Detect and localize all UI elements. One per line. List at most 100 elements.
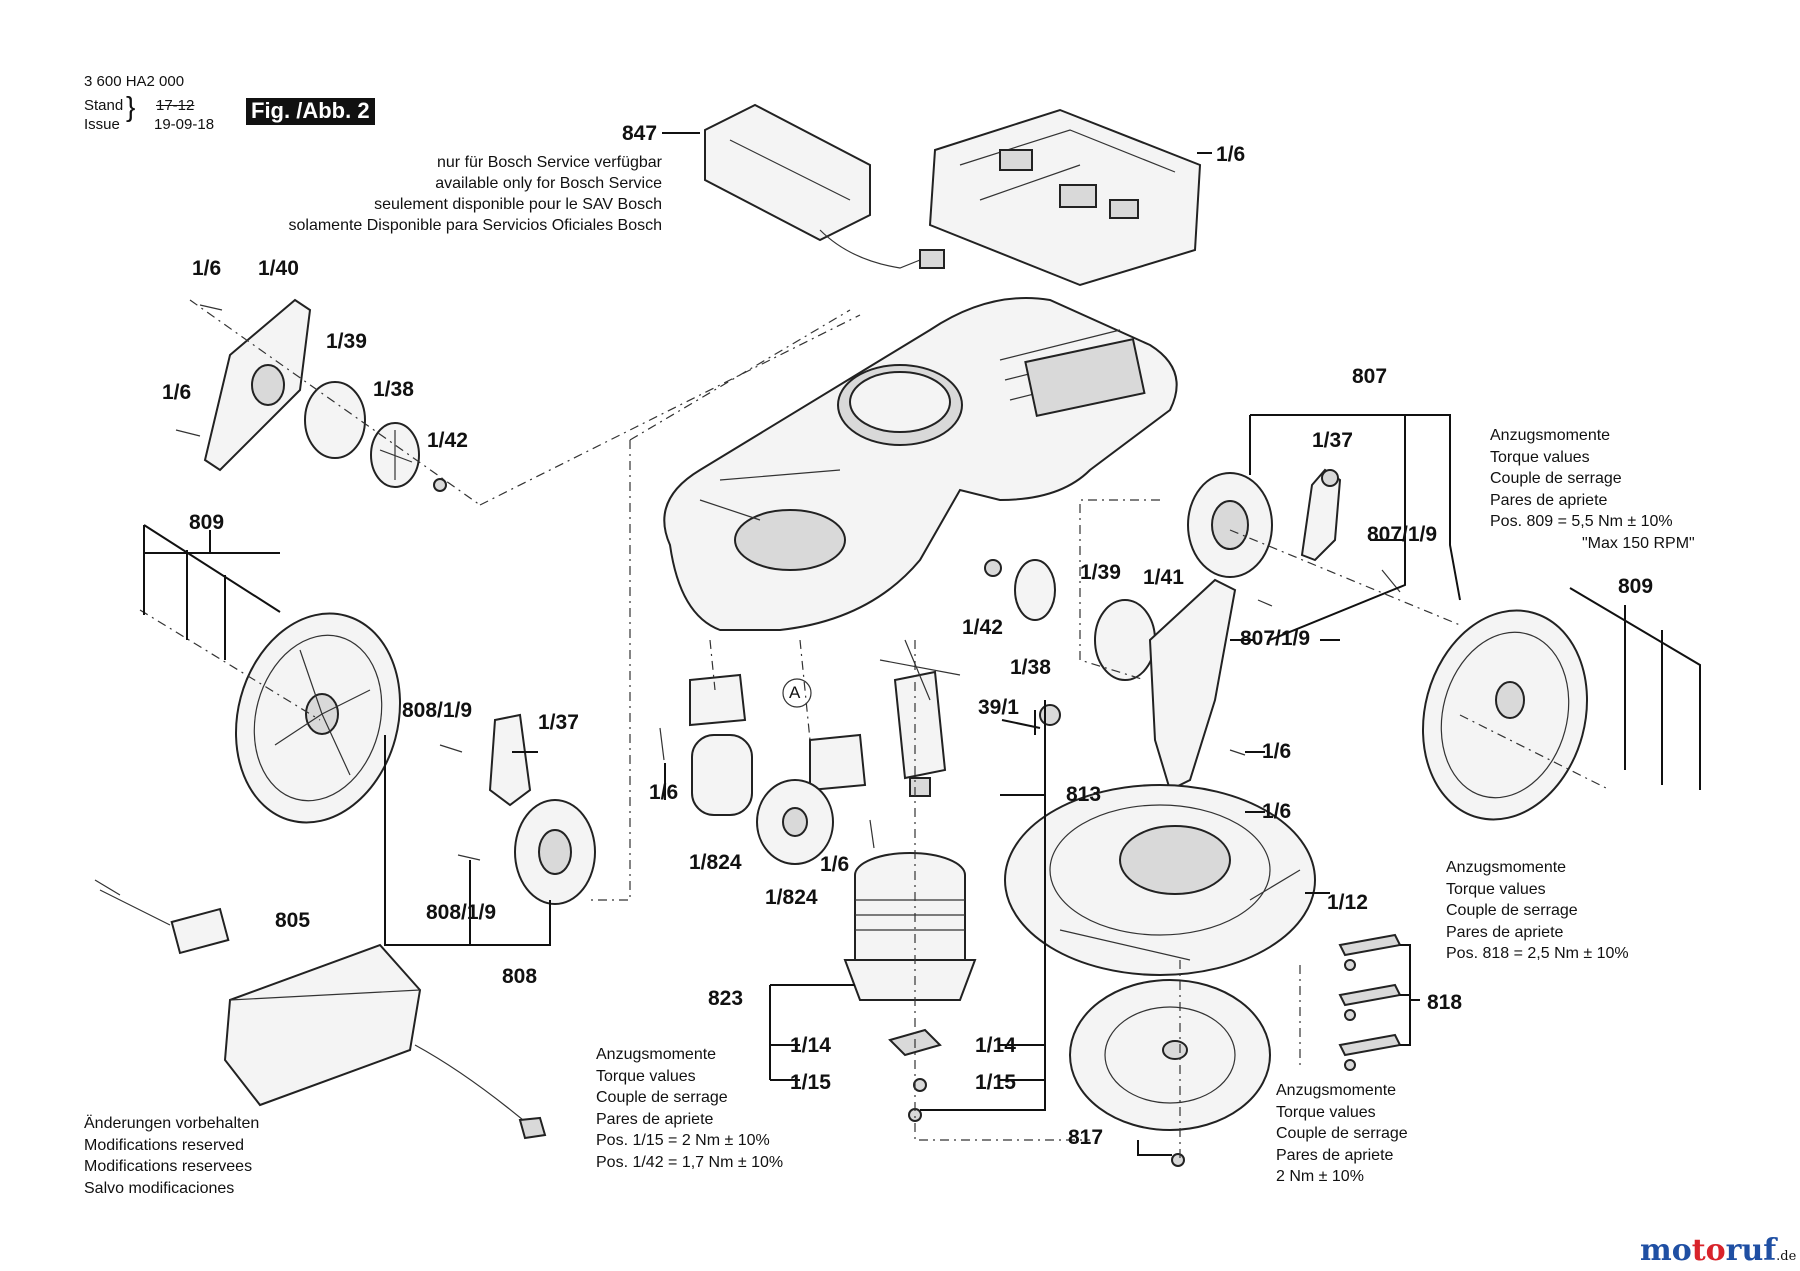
modifications-note: Änderungen vorbehalten Modifications res… — [84, 1113, 259, 1199]
charger-805 — [94, 879, 547, 1140]
callout-a-circle — [782, 678, 812, 708]
blade-disk-1-12 — [1004, 784, 1316, 976]
service-note-fr: seulement disponible pour le SAV Bosch — [374, 196, 662, 213]
modifications-line: Modifications reservees — [84, 1158, 253, 1175]
label-a: A — [789, 683, 801, 702]
motoruf-watermark: motoruf.de — [1640, 1236, 1796, 1266]
label-1-38-mid: 1/38 — [1010, 656, 1051, 679]
label-808-1-9-a: 808/1/9 — [402, 699, 473, 722]
service-note-de: nur für Bosch Service verfügbar — [437, 154, 662, 171]
torque-line: Pares de apriete — [596, 1110, 714, 1128]
label-1-6-f: 1/6 — [1262, 800, 1292, 823]
leader-lines — [143, 132, 1701, 1156]
label-1-39-left: 1/39 — [326, 330, 367, 353]
centre-gear-parts — [984, 559, 1256, 813]
torque-line: Pos. 809 = 5,5 Nm ± 10% — [1490, 513, 1673, 530]
issue-date: 19-09-18 — [154, 116, 215, 133]
label-1-42-mid: 1/42 — [962, 616, 1003, 639]
torque-line: Pos. 818 = 2,5 Nm ± 10% — [1446, 945, 1629, 962]
document-number: 3 600 HA2 000 — [84, 73, 185, 90]
label-1-6-c: 1/6 — [649, 781, 679, 804]
torque-line: Couple de serrage — [1490, 470, 1622, 487]
torque-note-817: Anzugsmomente Torque values Couple de se… — [1276, 1080, 1408, 1188]
right-gear-assembly — [1187, 468, 1401, 607]
label-818: 818 — [1427, 991, 1463, 1014]
torque-note-818: Anzugsmomente Torque values Couple de se… — [1446, 857, 1629, 965]
torque-line: Torque values — [1446, 880, 1546, 898]
battery-module-847 — [704, 103, 945, 269]
torque-line: Pares de apriete — [1490, 491, 1608, 509]
torque-line: Pos. 1/15 = 2 Nm ± 10% — [596, 1132, 770, 1149]
label-807-1-9-a: 807/1/9 — [1367, 523, 1438, 546]
right-wheel-809 — [1422, 609, 1588, 821]
torque-line: Pares de apriete — [1446, 923, 1564, 941]
left-gear-assembly — [175, 298, 447, 492]
label-1-42-left: 1/42 — [427, 429, 468, 452]
left-motor-bracket-808 — [439, 713, 596, 905]
torque-line: Couple de serrage — [1276, 1125, 1408, 1142]
label-808-1-9-b: 808/1/9 — [426, 901, 497, 924]
label-823: 823 — [708, 987, 744, 1010]
torque-note-809: Anzugsmomente Torque values Couple de se… — [1490, 425, 1695, 554]
label-1-6-b: 1/6 — [162, 381, 192, 404]
torque-line: Anzugsmomente — [1490, 427, 1611, 444]
figure-badge: Fig. /Abb. 2 — [246, 98, 375, 125]
torque-line: Torque values — [1276, 1103, 1376, 1121]
label-1-15-b: 1/15 — [975, 1071, 1016, 1094]
label-847: 847 — [622, 122, 658, 145]
assembly-axes — [139, 299, 1611, 1160]
watermark-suffix: .de — [1776, 1249, 1797, 1264]
issue-label: Issue — [84, 116, 120, 133]
label-1-37-left: 1/37 — [538, 711, 579, 734]
torque-line: Couple de serrage — [1446, 902, 1578, 919]
torque-note-1-15: Anzugsmomente Torque values Couple de se… — [596, 1044, 783, 1173]
torque-line: Anzugsmomente — [1446, 859, 1567, 876]
torque-line: Pos. 1/42 = 1,7 Nm ± 10% — [596, 1153, 784, 1171]
controller-board — [928, 108, 1202, 287]
label-809-left: 809 — [189, 511, 225, 534]
service-note-es: solamente Disponible para Servicios Ofic… — [288, 217, 662, 234]
label-1-824-a: 1/824 — [689, 851, 742, 874]
modifications-line: Salvo modificaciones — [84, 1179, 235, 1197]
torque-line: Torque values — [596, 1067, 696, 1085]
label-817: 817 — [1068, 1126, 1104, 1149]
torque-line: "Max 150 RPM" — [1582, 534, 1695, 552]
label-808: 808 — [502, 965, 538, 988]
service-note-en: available only for Bosch Service — [435, 175, 662, 192]
label-1-15-a: 1/15 — [790, 1071, 831, 1094]
label-1-14-a: 1/14 — [790, 1034, 831, 1057]
label-1-37-right: 1/37 — [1312, 429, 1353, 452]
label-1-41: 1/41 — [1143, 566, 1184, 589]
label-1-39-mid: 1/39 — [1080, 561, 1121, 584]
label-813: 813 — [1066, 783, 1102, 806]
label-805: 805 — [275, 909, 311, 932]
label-1-6-d: 1/6 — [820, 853, 850, 876]
modifications-line: Änderungen vorbehalten — [84, 1115, 260, 1132]
label-1-6-top: 1/6 — [1216, 143, 1246, 166]
left-wheel-809 — [235, 612, 401, 824]
housing-823 — [843, 852, 977, 1122]
torque-line: Torque values — [1490, 448, 1590, 466]
label-1-824-b: 1/824 — [765, 886, 818, 909]
blades-818 — [1338, 933, 1402, 1071]
chassis-housing — [663, 297, 1178, 631]
label-1-6-e: 1/6 — [1262, 740, 1292, 763]
label-807-1-9-b: 807/1/9 — [1240, 627, 1311, 650]
label-1-14-b: 1/14 — [975, 1034, 1016, 1057]
label-1-12: 1/12 — [1327, 891, 1368, 914]
blade-plate-817 — [1069, 979, 1271, 1167]
torque-line: Couple de serrage — [596, 1089, 728, 1106]
watermark-text: motoruf — [1640, 1233, 1777, 1268]
brace-glyph: } — [126, 91, 136, 122]
torque-line: Anzugsmomente — [596, 1046, 717, 1063]
stand-label: Stand — [84, 97, 124, 114]
label-809-right: 809 — [1618, 575, 1654, 598]
label-807: 807 — [1352, 365, 1388, 388]
label-1-6-a: 1/6 — [192, 257, 222, 280]
label-1-40: 1/40 — [258, 257, 299, 280]
motor-813 — [879, 639, 1061, 797]
label-39-1: 39/1 — [978, 696, 1019, 719]
modifications-line: Modifications reserved — [84, 1136, 245, 1154]
